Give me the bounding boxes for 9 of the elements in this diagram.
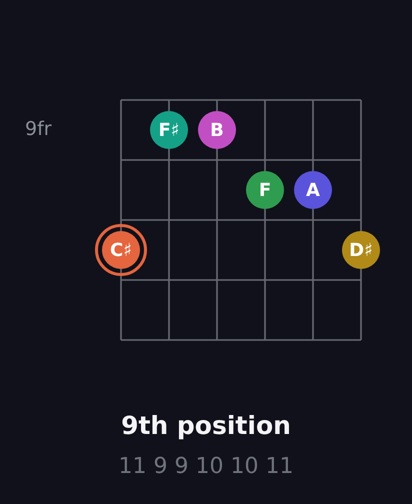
fret-numbers: 11 9 9 10 10 11	[118, 454, 294, 479]
note-marker: F	[246, 171, 284, 209]
note-marker: F♯	[150, 111, 188, 149]
note-marker: A	[294, 171, 332, 209]
fret-number-label: 9fr	[25, 118, 52, 140]
chord-position-title: 9th position	[120, 411, 292, 440]
root-note-marker: C♯	[95, 224, 147, 276]
note-marker: B	[198, 111, 236, 149]
note-marker: D♯	[342, 231, 380, 269]
